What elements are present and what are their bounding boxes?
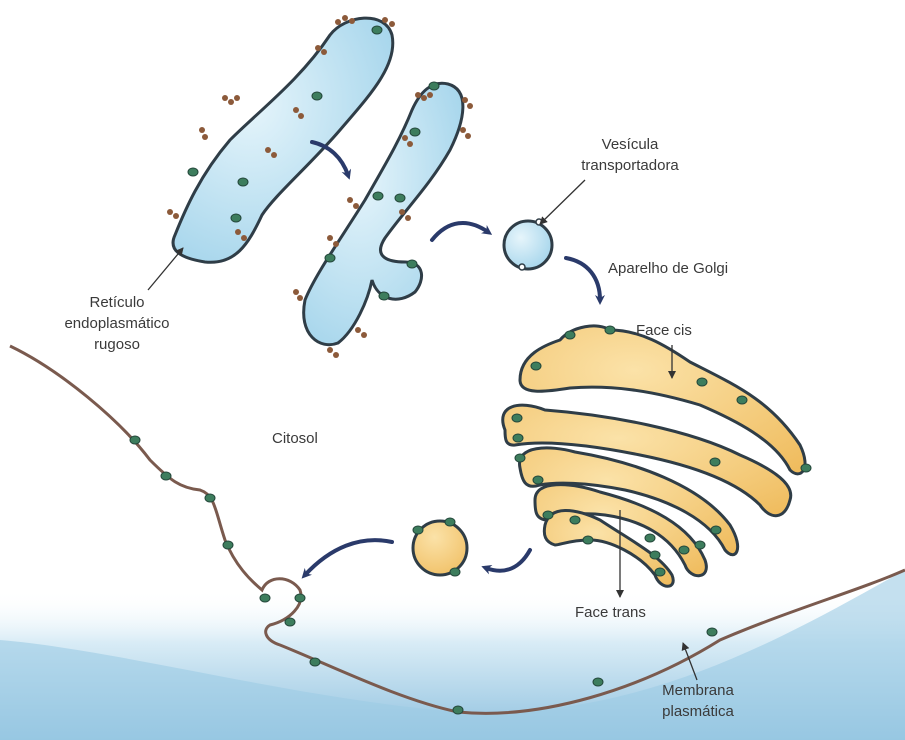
label-vesicle-line1: Vesícula <box>565 134 695 155</box>
golgi-to-vesicle-arrow <box>486 550 530 571</box>
ribosome-cluster <box>460 127 471 139</box>
label-rough-er-line1: Retículo <box>62 292 172 313</box>
golgi-apparatus <box>503 326 805 586</box>
label-membrane-line1: Membrana <box>648 680 748 701</box>
label-rough-er-line3: rugoso <box>62 334 172 355</box>
ribosome-cluster <box>222 95 240 105</box>
label-plasma-membrane: Membrana plasmática <box>648 680 748 722</box>
label-rough-er: Retículo endoplasmático rugoso <box>62 292 172 355</box>
vesicle-to-membrane-arrow <box>305 540 392 575</box>
vesicle-to-golgi-arrow <box>566 258 600 300</box>
ribosome-cluster <box>293 289 303 301</box>
ribosome-cluster <box>347 197 359 209</box>
label-transport-vesicle: Vesícula transportadora <box>565 134 695 176</box>
ribosome-cluster <box>199 127 208 140</box>
ribosome-cluster <box>167 209 179 219</box>
vesicle-protein-icon <box>519 264 525 270</box>
ribosome-cluster <box>327 347 339 358</box>
transport-vesicle <box>504 221 552 269</box>
label-face-trans: Face trans <box>575 602 646 623</box>
label-rough-er-line2: endoplasmático <box>62 313 172 334</box>
label-membrane-line2: plasmática <box>648 701 748 722</box>
label-face-cis: Face cis <box>636 320 692 341</box>
vesicle-pointer <box>540 180 585 224</box>
rer-pointer <box>148 248 183 290</box>
label-citosol: Citosol <box>272 428 318 449</box>
label-golgi-apparatus: Aparelho de Golgi <box>608 258 728 279</box>
vesicle-protein-icon <box>536 219 542 225</box>
ribosome-cluster <box>355 327 367 338</box>
er-to-vesicle-arrow <box>432 223 488 240</box>
label-vesicle-line2: transportadora <box>565 155 695 176</box>
